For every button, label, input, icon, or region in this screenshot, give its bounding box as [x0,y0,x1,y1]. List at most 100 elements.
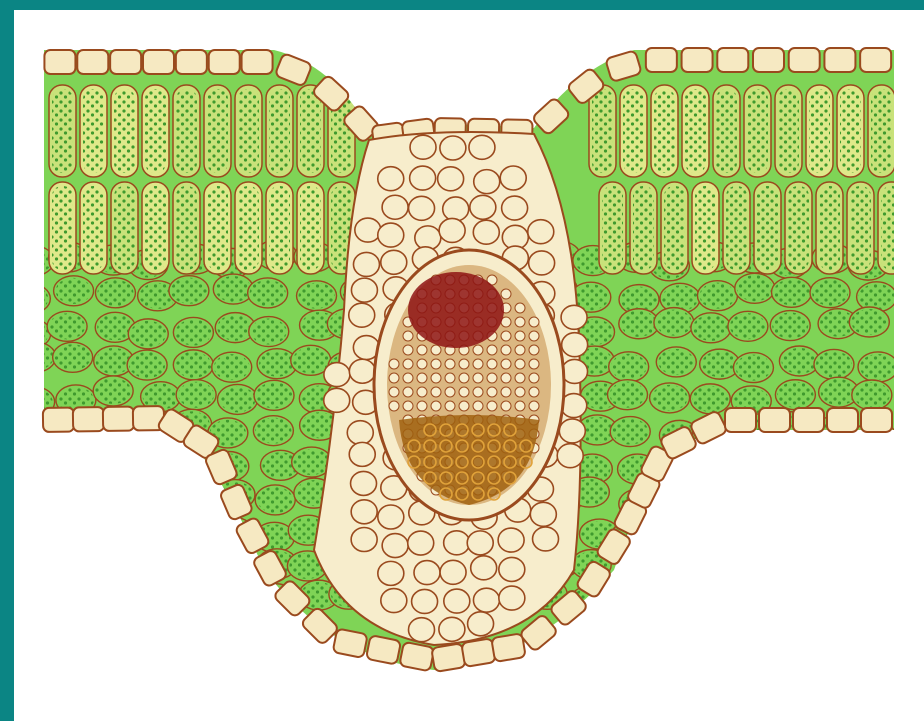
epidermis-cell [725,408,756,432]
chloroplast-cluster [812,280,848,306]
chloroplast-cluster [259,351,295,377]
chloroplast-cluster [871,89,892,173]
vascular-cell [445,401,455,411]
spongy-cell [820,583,860,613]
chloroplast-cluster [747,89,768,173]
spongy-cell [87,514,127,544]
epidermis-cell [366,635,401,665]
spongy-cell [15,513,55,543]
chloroplast-cluster [14,286,48,312]
chloroplast-cluster [14,449,49,475]
chloroplast-cluster [778,480,814,506]
chloroplast-cluster [850,552,886,578]
chloroplast-cluster [57,480,93,506]
spongy-cell [736,516,776,546]
chloroplast-cluster [175,550,211,576]
chloroplast-cluster [855,516,891,542]
vascular-cell [403,401,413,411]
chloroplast-cluster [300,186,321,270]
vascular-cell [459,373,469,383]
chloroplast-cluster [774,279,810,305]
spongy-cell [776,478,816,508]
parenchyma-cell [378,167,404,191]
chloroplast-cluster [52,556,88,582]
chloroplast-cluster [207,89,228,173]
chloroplast-cluster [729,588,765,614]
chloroplast-cluster [145,89,166,173]
chloroplast-cluster [95,481,131,507]
spongy-cell [659,486,699,516]
chloroplast-cluster [56,584,92,610]
vascular-cell [417,359,427,369]
chloroplast-cluster [293,347,329,373]
chloroplast-cluster [695,446,731,472]
chloroplast-cluster [737,275,773,301]
chloroplast-cluster [738,518,774,544]
epidermis-cell [491,633,526,662]
spongy-cell [50,554,90,584]
chloroplast-cluster [741,449,777,475]
chloroplast-cluster [854,382,890,408]
epidermis-cell [399,642,434,672]
vascular-cell [501,401,511,411]
spongy-cell [170,590,210,620]
epidermis-cell [77,50,108,74]
epidermis-cell [461,638,496,667]
chloroplast-cluster [653,587,689,613]
spongy-cell [51,445,91,475]
chloroplast-cluster [250,280,286,306]
epidermis-cell [333,628,368,658]
spongy-cell [848,550,888,580]
chloroplast-cluster [881,186,902,270]
epidermis-cell [682,48,713,72]
chloroplast-cluster [207,186,228,270]
chloroplast-cluster [658,349,694,375]
spongy-cell [770,446,810,476]
spongy-cell [739,447,779,477]
chloroplast-cluster [775,523,811,549]
spongy-cell [170,483,210,513]
chloroplast-cluster [592,89,613,173]
vascular-cell [431,373,441,383]
epidermis-cell [44,50,75,74]
vascular-cell [487,359,497,369]
vascular-cell [529,317,539,327]
chloroplast-cluster [175,352,211,378]
chloroplast-cluster [52,186,73,270]
parenchyma-cell [473,220,499,244]
chloroplast-cluster [850,186,871,270]
chloroplast-cluster [114,89,135,173]
epidermis-cell [860,48,891,72]
chloroplast-cluster [83,89,104,173]
chloroplast-cluster [140,453,176,479]
chloroplast-cluster [130,321,166,347]
chloroplast-cluster [685,89,706,173]
parenchyma-cell [440,560,466,584]
chloroplast-cluster [170,516,206,542]
parenchyma-cell [557,444,583,468]
vascular-cell [487,401,497,411]
chloroplast-cluster [238,186,259,270]
chloroplast-cluster [83,186,104,270]
chloroplast-cluster [731,557,767,583]
spongy-cell [88,550,128,580]
vascular-cell [445,373,455,383]
chloroplast-cluster [209,552,245,578]
chloroplast-cluster [662,285,698,311]
epidermis-cell [759,408,790,432]
parenchyma-cell [414,561,440,585]
spongy-cell [853,514,893,544]
chloroplast-cluster [778,89,799,173]
spongy-cell [207,550,247,580]
chloroplast-cluster [299,283,335,309]
parenchyma-cell [409,618,435,642]
parenchyma-cell [382,195,408,219]
parenchyma-cell [324,363,350,387]
parenchyma-cell [499,557,525,581]
spongy-cell [18,484,58,514]
vascular-cell [389,401,399,411]
vascular-cell [431,359,441,369]
epidermis-cell [176,50,207,74]
vascular-cell [529,401,539,411]
vascular-cell [529,359,539,369]
